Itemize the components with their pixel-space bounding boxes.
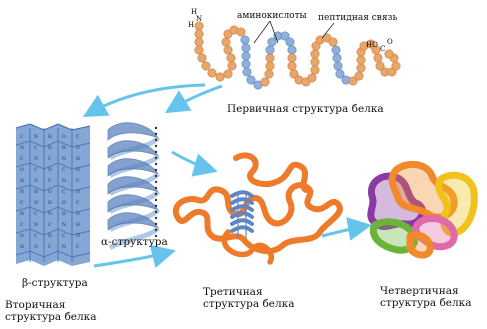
c-terminus-c: C: [380, 45, 385, 53]
svg-text:H: H: [62, 211, 66, 217]
svg-text:C: C: [20, 222, 24, 228]
tertiary-structure-label: Третичная структура белка: [203, 286, 295, 311]
quaternary-structure-line2: структура белка: [380, 297, 472, 309]
svg-text:O: O: [48, 189, 52, 195]
secondary-structure-label: Вторичная структура белка: [5, 299, 97, 324]
primary-structure-chain: [195, 22, 400, 89]
tertiary-structure-line1: Третичная: [203, 286, 295, 298]
svg-text:C: C: [48, 222, 52, 228]
svg-text:H: H: [48, 200, 52, 206]
secondary-structure-line1: Вторичная: [5, 299, 97, 311]
svg-text:O: O: [34, 178, 38, 184]
svg-text:O: O: [20, 167, 24, 173]
secondary-structure-line2: структура белка: [5, 311, 97, 323]
svg-text:N: N: [34, 200, 38, 206]
c-terminus-o: O: [387, 38, 393, 46]
alpha-structure-label: α-структура: [101, 236, 168, 248]
svg-text:N: N: [34, 222, 38, 228]
quaternary-structure: [371, 164, 475, 255]
svg-text:N: N: [20, 145, 24, 151]
svg-text:N: N: [76, 189, 80, 195]
svg-text:N: N: [62, 244, 66, 250]
svg-text:N: N: [48, 233, 52, 239]
arrow-beta-to-tertiary: [94, 252, 170, 266]
tertiary-structure-line2: структура белка: [203, 298, 295, 310]
svg-text:H: H: [48, 134, 52, 140]
svg-text:C: C: [76, 244, 80, 250]
svg-text:C: C: [34, 211, 38, 217]
svg-text:C: C: [20, 200, 24, 206]
n-terminus-h2: H: [188, 21, 194, 29]
svg-text:C: C: [34, 145, 38, 151]
svg-text:C: C: [76, 134, 80, 140]
primary-structure-label: Первичная структура белка: [227, 103, 384, 115]
svg-text:C: C: [76, 200, 80, 206]
svg-text:C: C: [62, 189, 66, 195]
peptide-bond-label: пептидная связь: [318, 13, 397, 24]
beta-structure-label: β-структура: [22, 277, 88, 289]
svg-text:C: C: [48, 156, 52, 162]
tertiary-structure: [176, 155, 340, 262]
svg-text:N: N: [34, 156, 38, 162]
svg-text:N: N: [48, 211, 52, 217]
svg-text:C: C: [76, 178, 80, 184]
svg-text:N: N: [48, 145, 52, 151]
svg-text:C: C: [34, 233, 38, 239]
svg-text:N: N: [62, 156, 66, 162]
svg-text:C: C: [48, 178, 52, 184]
n-terminus-n: N: [196, 15, 202, 23]
svg-text:C: C: [62, 233, 66, 239]
amino-acids-pointer: [254, 21, 270, 43]
svg-text:C: C: [20, 134, 24, 140]
svg-text:H: H: [76, 222, 80, 228]
arrow-primary-to-alpha: [170, 86, 222, 110]
svg-text:O: O: [76, 211, 80, 217]
svg-text:N: N: [76, 233, 80, 239]
svg-text:H: H: [20, 244, 24, 250]
quaternary-structure-line1: Четвертичная: [380, 285, 472, 297]
svg-text:C: C: [62, 167, 66, 173]
svg-text:C: C: [34, 167, 38, 173]
svg-text:O: O: [76, 145, 80, 151]
svg-text:H: H: [34, 189, 38, 195]
quaternary-structure-label: Четвертичная структура белка: [380, 285, 472, 310]
arrow-tertiary-to-quaternary: [322, 226, 366, 236]
svg-text:O: O: [34, 244, 38, 250]
c-terminus-ho: HO: [366, 41, 378, 49]
svg-text:O: O: [62, 200, 66, 206]
svg-text:C: C: [20, 156, 24, 162]
svg-text:N: N: [62, 178, 66, 184]
svg-text:N: N: [34, 134, 38, 140]
svg-text:N: N: [76, 167, 80, 173]
svg-text:N: N: [20, 211, 24, 217]
alpha-helix-structure: [108, 123, 158, 248]
svg-text:H: H: [76, 156, 80, 162]
svg-text:H: H: [62, 145, 66, 151]
svg-text:N: N: [20, 189, 24, 195]
svg-text:C: C: [48, 244, 52, 250]
svg-text:O: O: [62, 134, 66, 140]
arrow-alpha-to-tertiary: [172, 152, 212, 170]
svg-text:O: O: [20, 233, 24, 239]
svg-text:N: N: [62, 222, 66, 228]
svg-text:H: H: [20, 178, 24, 184]
amino-acids-label: аминокислоты: [237, 11, 307, 22]
svg-text:N: N: [48, 167, 52, 173]
